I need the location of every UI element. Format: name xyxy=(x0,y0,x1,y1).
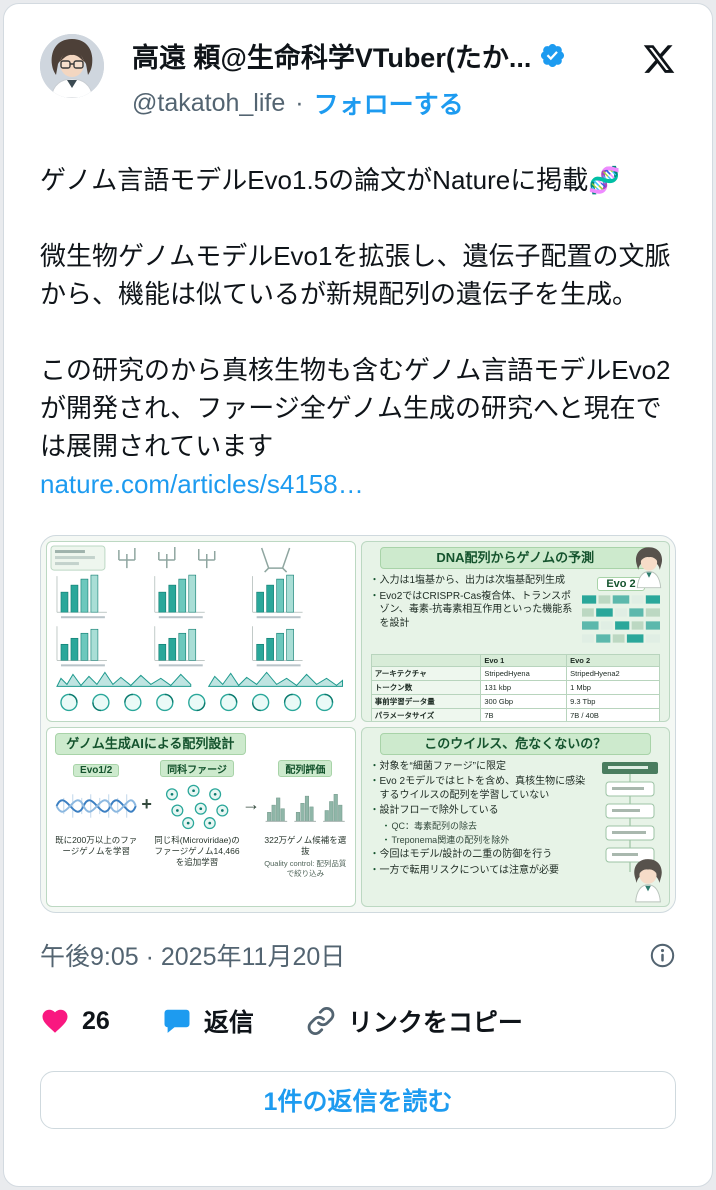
read-replies-label: 1件の返信を読む xyxy=(263,1088,453,1116)
design-panel-body: Evo1/2 既に200万以上のファージゲノムを学習 + xyxy=(47,758,355,881)
infographic-prediction-panel: DNA配列からゲノムの予測 入力は1塩基から、出力は次塩基配列生成 Evo2では… xyxy=(360,541,670,722)
model-comparison-table: Evo 1 Evo 2 アーキテクチャ StripedHyena Striped… xyxy=(370,654,660,721)
bullet: 対象を“細菌ファージ”に限定 xyxy=(370,760,594,774)
sub-bullet: QC：毒素配列の除去 xyxy=(382,820,594,832)
bullet: 一方で転用リスクについては注意が必要 xyxy=(370,864,594,878)
design-step-evaluation: 配列評価 322万ゲノム候補を選抜 Qual xyxy=(262,759,348,879)
table-header: Evo 1 xyxy=(480,654,568,668)
design-step-finetune: 同科ファージ xyxy=(154,759,240,868)
mascot-character-icon xyxy=(635,546,663,589)
meta-row: 午後9:05 · 2025年11月20日 xyxy=(40,937,676,973)
bullet: 今回はモデル/設計の二重の防御を行う xyxy=(370,848,594,862)
design-step-model: Evo1/2 既に200万以上のファージゲノムを学習 xyxy=(53,760,139,857)
table-row: アーキテクチャ StripedHyena StripedHyena2 xyxy=(370,666,660,682)
copy-link-button[interactable]: リンクをコピー xyxy=(306,1003,523,1039)
design-panel-title: ゲノム生成AIによる配列設計 xyxy=(55,732,246,755)
verified-badge-icon xyxy=(541,43,565,68)
like-button[interactable]: 26 xyxy=(40,1006,110,1036)
table-header xyxy=(370,654,482,668)
like-count: 26 xyxy=(82,1006,110,1035)
reply-label: 返信 xyxy=(203,1009,254,1037)
safety-panel-body: 対象を“細菌ファージ”に限定 Evo 2モデルではヒトを含め、真核生物に感染する… xyxy=(362,758,670,879)
article-link[interactable]: nature.com/articles/s4158… xyxy=(40,469,364,499)
infographic-safety-panel: このウイルス、危なくないの？ 対象を“細菌ファージ”に限定 Evo 2モデルでは… xyxy=(360,726,670,907)
follow-link[interactable]: フォローする xyxy=(313,91,464,119)
infographic-design-panel: ゲノム生成AIによる配列設計 Evo1/2 xyxy=(46,726,356,907)
actions-row: 26 返信 リンクをコピー xyxy=(40,1003,676,1039)
tweet-header: 高遠 頼@生命科学VTuber(たか... @takatoh_life · フォ… xyxy=(40,34,676,121)
charts-figure xyxy=(50,545,344,712)
reply-bubble-icon xyxy=(164,1009,190,1033)
phage-cluster-figure xyxy=(165,784,229,829)
x-logo-icon[interactable] xyxy=(642,42,676,76)
prediction-bullets: 入力は1塩基から、出力は次塩基配列生成 Evo2ではCRISPR-Cas複合体、… xyxy=(370,574,576,650)
sub-row: @takatoh_life · フォローする xyxy=(132,85,630,121)
filter-flowchart xyxy=(602,761,658,872)
histogram-figure xyxy=(265,793,345,822)
table-header: Evo 2 xyxy=(566,654,660,668)
infographic-charts-panel xyxy=(46,541,356,722)
evo2-label: Evo 2 xyxy=(597,577,645,592)
tweet-image-attachment[interactable]: DNA配列からゲノムの予測 入力は1塩基から、出力は次塩基配列生成 Evo2では… xyxy=(40,535,676,913)
evo2-diagram: Evo 2 xyxy=(579,574,663,650)
bullet: Evo 2モデルではヒトを含め、真核生物に感染するウイルスの配列を学習していない xyxy=(370,775,594,802)
tweet-text: ゲノム言語モデルEvo1.5の論文がNatureに掲載🧬 微生物ゲノムモデルEv… xyxy=(40,161,676,503)
link-icon xyxy=(307,1007,335,1035)
tweet-paragraph: 微生物ゲノムモデルEvo1を拡張し、遺伝子配置の文脈から、機能は似ているが新規配… xyxy=(40,241,671,309)
tweet-paragraph: ゲノム言語モデルEvo1.5の論文がNatureに掲載🧬 xyxy=(40,165,621,195)
genome-track-diagram xyxy=(582,595,660,643)
reply-button[interactable]: 返信 xyxy=(162,1003,254,1039)
sub-bullet: Treponema関連の配列を除外 xyxy=(382,834,594,846)
infographic-grid: DNA配列からゲノムの予測 入力は1塩基から、出力は次塩基配列生成 Evo2では… xyxy=(41,536,675,912)
tweet-paragraph: この研究のから真核生物も含むゲノム言語モデルEvo2が開発され、ファージ全ゲノム… xyxy=(40,355,671,461)
timestamp: 午後9:05 · 2025年11月20日 xyxy=(40,943,346,971)
safety-bullets: 対象を“細菌ファージ”に限定 Evo 2モデルではヒトを含め、真核生物に感染する… xyxy=(370,760,594,879)
read-replies-button[interactable]: 1件の返信を読む xyxy=(40,1071,676,1129)
safety-panel-title: このウイルス、危なくないの？ xyxy=(379,732,651,755)
table-row: パラメータサイズ 7B 7B / 40B xyxy=(370,708,660,721)
avatar[interactable] xyxy=(40,34,104,98)
heart-icon xyxy=(42,1009,68,1033)
table-row: 事前学習データ量 300 Gbp 9.3 Tbp xyxy=(370,694,660,710)
name-row: 高遠 頼@生命科学VTuber(たか... xyxy=(132,36,630,75)
avatar-illustration xyxy=(40,34,104,98)
arrow-sign: → xyxy=(242,793,261,814)
info-icon[interactable] xyxy=(649,942,676,969)
copy-link-label: リンクをコピー xyxy=(347,1009,523,1037)
header-info: 高遠 頼@生命科学VTuber(たか... @takatoh_life · フォ… xyxy=(132,34,630,121)
mascot-character-icon xyxy=(633,858,663,903)
dna-helix-figure xyxy=(55,794,137,818)
plus-sign: + xyxy=(141,793,152,814)
handle[interactable]: @takatoh_life xyxy=(132,88,286,117)
prediction-panel-title: DNA配列からゲノムの予測 xyxy=(379,547,651,570)
bullet: 設計フローで除外している xyxy=(370,804,594,818)
tweet-card: 高遠 頼@生命科学VTuber(たか... @takatoh_life · フォ… xyxy=(3,3,713,1187)
bullet: 入力は1塩基から、出力は次塩基配列生成 xyxy=(370,574,576,588)
display-name[interactable]: 高遠 頼@生命科学VTuber(たか... xyxy=(132,43,532,73)
prediction-panel-body: 入力は1塩基から、出力は次塩基配列生成 Evo2ではCRISPR-Cas複合体、… xyxy=(362,572,670,650)
table-row: トークン数 131 kbp 1 Mbp xyxy=(370,680,660,696)
separator-dot: · xyxy=(295,88,304,117)
bullet: Evo2ではCRISPR-Cas複合体、トランスポゾン、毒素-抗毒素相互作用とい… xyxy=(370,590,576,631)
